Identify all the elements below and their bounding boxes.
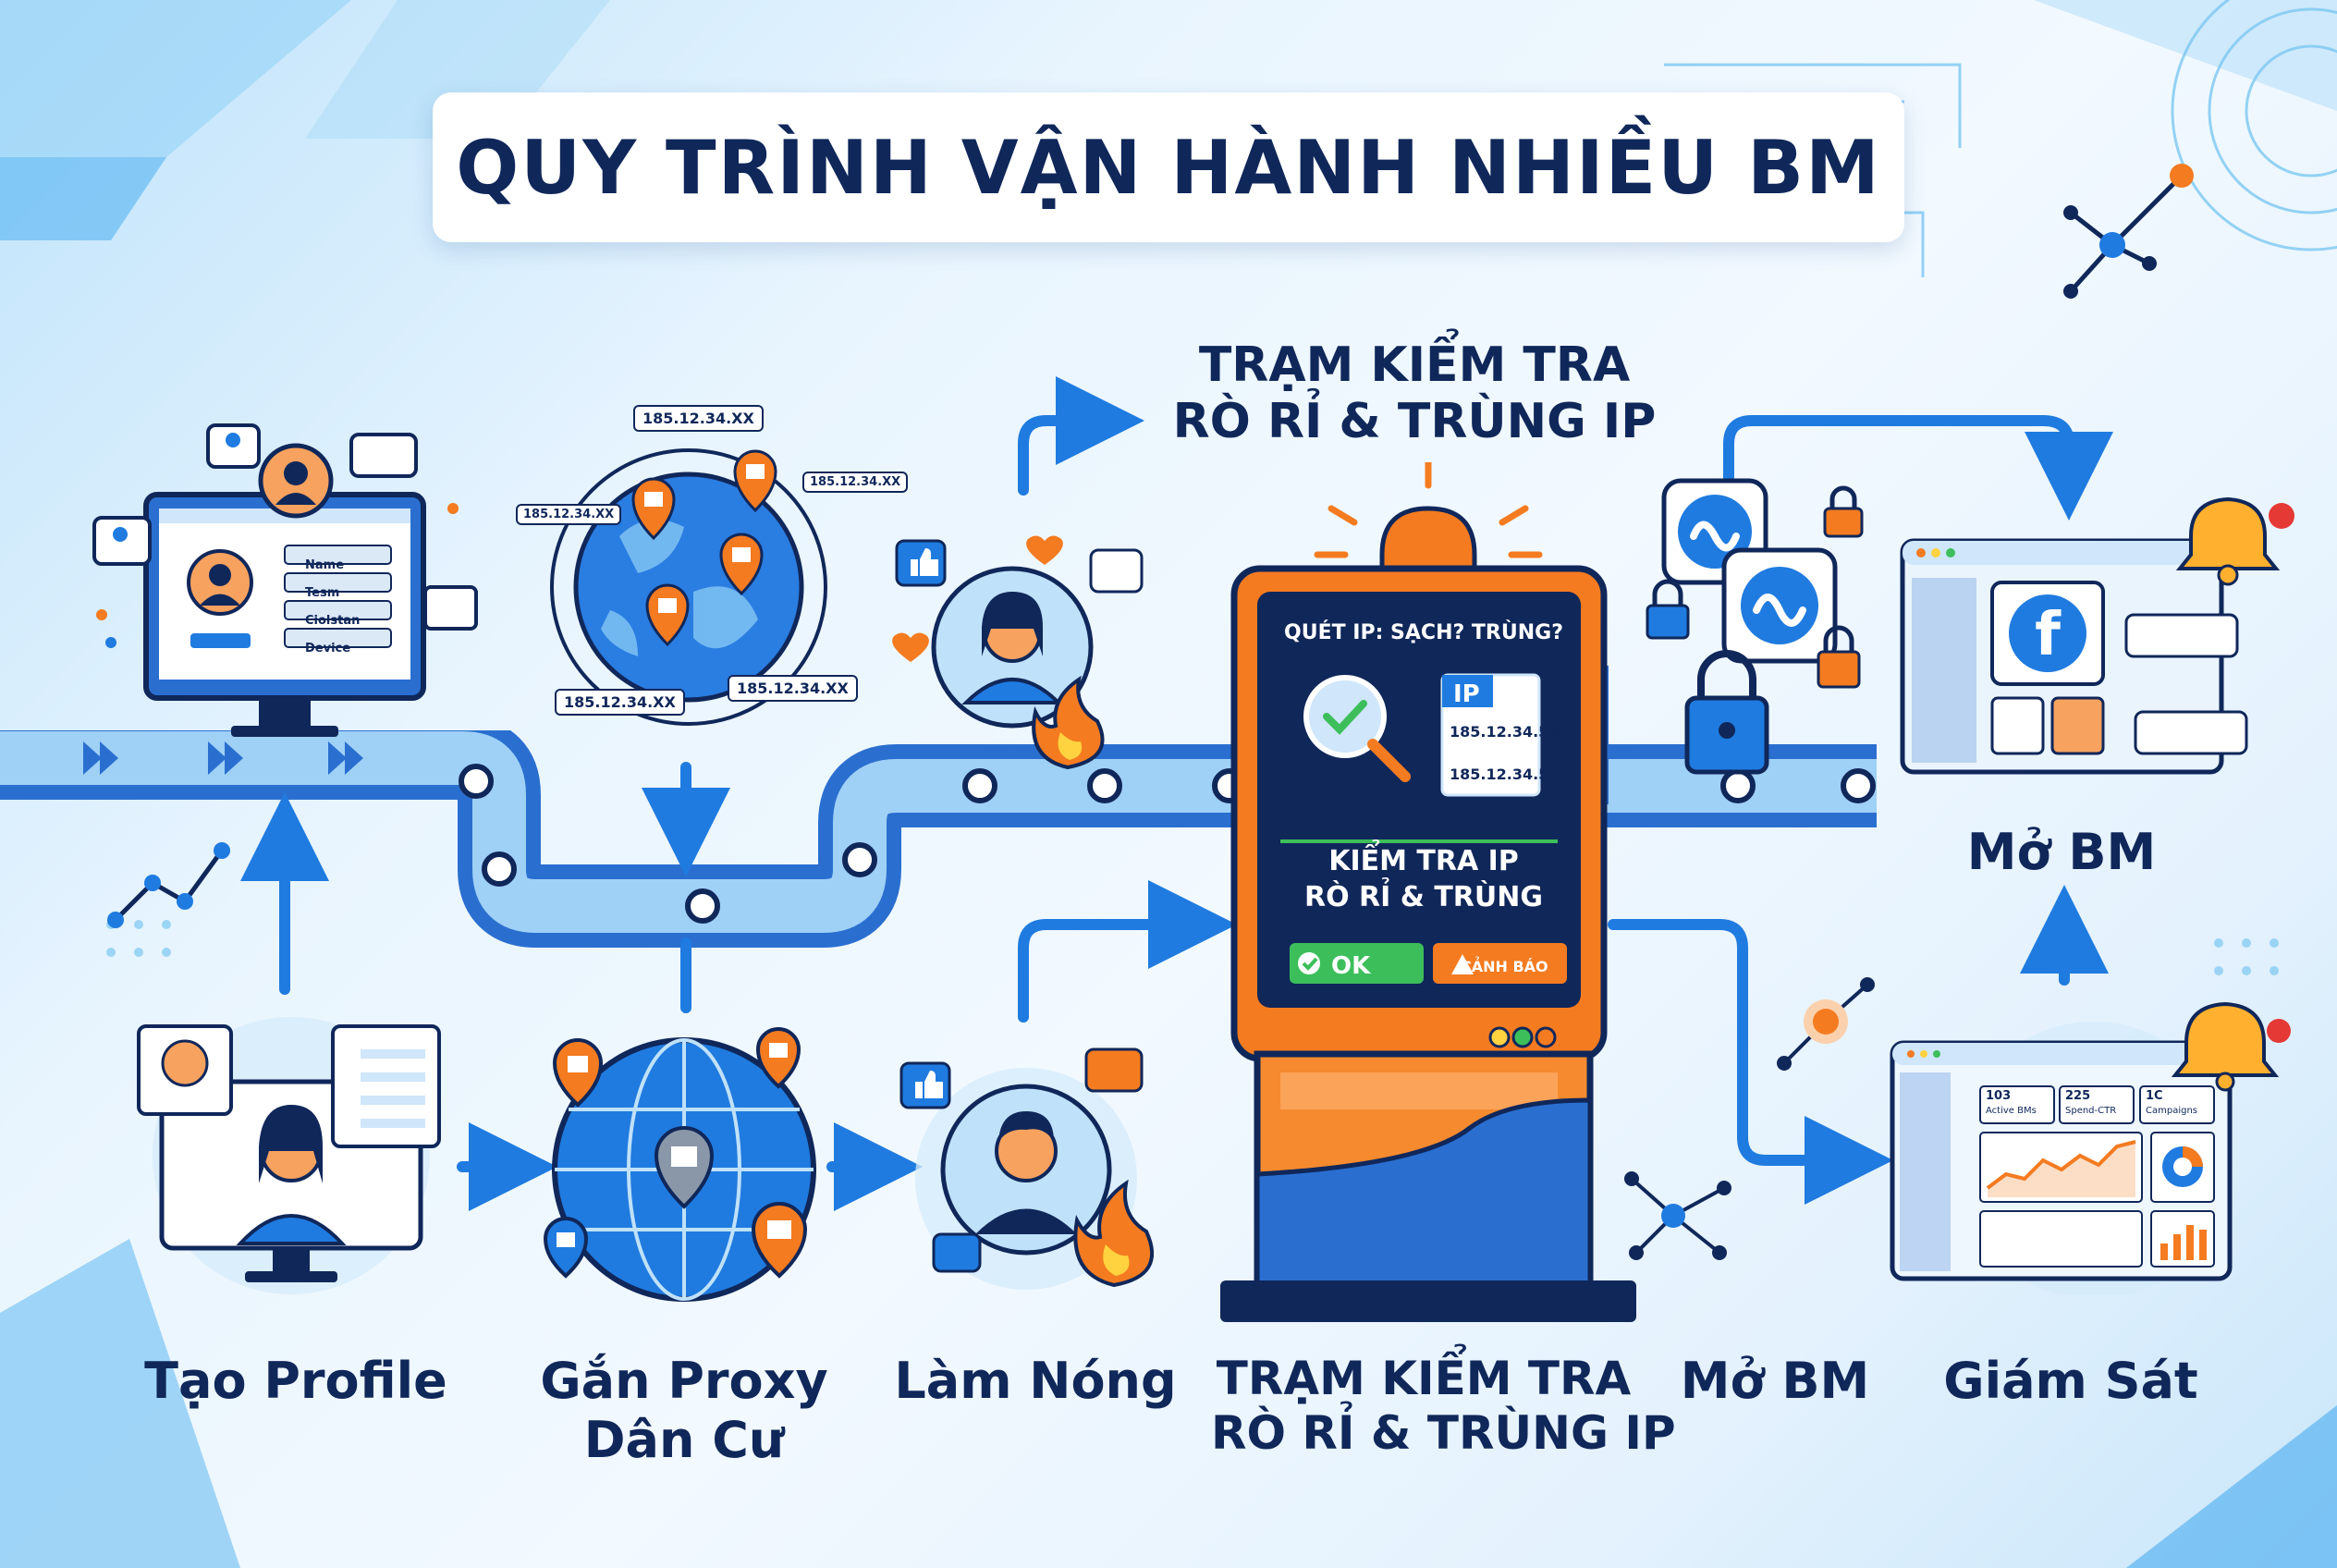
step-label-1: Tạo Profile	[120, 1352, 471, 1411]
proxy-globe-illustration	[550, 448, 827, 726]
warmup-bottom-illustration	[899, 1047, 1155, 1290]
warmup-avatar-illustration	[892, 535, 1144, 770]
proxy-ip-tag: 185.12.34.XX	[555, 689, 685, 716]
like-icon	[895, 539, 947, 587]
step-3-line1: Làm Nóng	[894, 1352, 1177, 1410]
facebook-window-illustration: f	[1900, 496, 2294, 775]
bell-icon	[2171, 1001, 2280, 1092]
trend-line-icon	[107, 842, 230, 928]
house-pin-icon	[755, 1027, 801, 1089]
top-station-label: TRẠM KIỂM TRA RÒ RỈ & TRÙNG IP	[1082, 337, 1747, 451]
conveyor-arrow-icon	[83, 741, 118, 775]
step-label-5: Mở BM	[1664, 1352, 1886, 1411]
ip-address-2: 185.12.34.57	[1450, 766, 1560, 783]
profile-monitor-illustration	[92, 423, 478, 737]
proxy-ip-tag: 185.12.34.XX	[802, 472, 909, 493]
house-pin-icon	[733, 449, 777, 513]
profile-form-fields: Name Tesm Ciolstan Device	[305, 552, 360, 663]
magnifier-check-icon	[1303, 675, 1411, 782]
network-node-icon-3	[1777, 977, 1875, 1071]
like-icon	[899, 1061, 951, 1109]
fire-icon	[1032, 675, 1105, 770]
house-pin-icon	[543, 1217, 589, 1279]
form-field-2: Tesm	[305, 586, 340, 600]
heart-icon	[1026, 535, 1063, 565]
step-label-2: Gắn Proxy Dân Cư	[499, 1352, 869, 1469]
open-bm-top-label: Mở BM	[1966, 823, 2157, 881]
house-pin-icon	[631, 477, 676, 541]
conveyor-arrow-icon	[208, 741, 243, 775]
stat-3-label: Campaigns	[2146, 1106, 2198, 1116]
lock-icon	[1646, 579, 1690, 640]
proxy-ip-tag: 185.12.34.XX	[633, 405, 764, 432]
lock-icon	[1817, 625, 1861, 689]
house-pin-icon	[552, 1038, 604, 1108]
top-station-line1: TRẠM KIỂM TRA	[1198, 337, 1631, 393]
monitoring-dashboard-illustration	[1890, 1001, 2291, 1294]
scan-title: QUÉT IP: SẠCH? TRÙNG?	[1284, 621, 1563, 644]
check-line2: RÒ RỈ & TRÙNG	[1303, 881, 1544, 913]
page-title: QUY TRÌNH VẬN HÀNH NHIỀU BM	[456, 124, 1881, 211]
ip-badge: IP	[1453, 680, 1480, 708]
house-pin-icon	[654, 1126, 715, 1209]
step-1-line1: Tạo Profile	[144, 1352, 447, 1410]
stat-campaigns: 1C Campaigns	[2146, 1089, 2197, 1119]
step-2-line2: Dân Cư	[583, 1410, 785, 1469]
form-field-name: Name	[305, 558, 345, 572]
house-pin-icon	[751, 1202, 808, 1279]
conveyor-arrow-icon	[328, 741, 363, 775]
ip-check-machine	[1220, 462, 1636, 1322]
stat-1-label: Active BMs	[1986, 1106, 2037, 1116]
stat-spend-ctr: 225 Spend-CTR	[2065, 1089, 2116, 1119]
chat-bubble-icon	[932, 1232, 982, 1273]
bell-icon	[2175, 496, 2281, 586]
step-5-line1: Mở BM	[1680, 1352, 1870, 1410]
stat-2-value: 225	[2065, 1089, 2091, 1103]
stat-3-value: 1C	[2146, 1089, 2163, 1103]
conveyor-belt	[0, 730, 1877, 948]
step-4-line1: TRẠM KIỂM TRA	[1216, 1352, 1632, 1405]
stat-active-bms: 103 Active BMs	[1986, 1089, 2037, 1119]
heart-icon	[892, 632, 929, 662]
check-panel-text: KIỂM TRA IP RÒ RỈ & TRÙNG	[1266, 843, 1581, 915]
step-4-line2: RÒ RỈ & TRÙNG IP	[1211, 1406, 1676, 1460]
step-label-4: TRẠM KIỂM TRA RÒ RỈ & TRÙNG IP	[1211, 1352, 1676, 1461]
stat-2-label: Spend-CTR	[2065, 1106, 2117, 1116]
title-banner: QUY TRÌNH VẬN HÀNH NHIỀU BM	[433, 92, 1904, 242]
network-node-icon-2	[1624, 1171, 1731, 1260]
check-line1: KIỂM TRA IP	[1328, 845, 1519, 877]
fire-icon	[1073, 1179, 1155, 1288]
facebook-logo-icon	[2009, 594, 2086, 672]
svg-text:f: f	[2035, 601, 2062, 669]
form-field-3: Ciolstan	[305, 614, 361, 628]
meta-accounts-illustration	[1646, 478, 1864, 775]
heart-icon	[1084, 1047, 1144, 1093]
create-profile-illustration	[137, 1017, 441, 1294]
step-2-line1: Gắn Proxy	[540, 1352, 828, 1410]
house-pin-icon	[645, 583, 690, 647]
network-node-icon	[2063, 164, 2194, 299]
proxy-ip-tag: 185.12.34.XX	[728, 675, 858, 702]
top-station-line2: RÒ RỈ & TRÙNG IP	[1172, 394, 1657, 450]
lock-icon	[1684, 650, 1769, 775]
ok-button: OK	[1331, 952, 1371, 980]
step-label-6: Giám Sát	[1923, 1352, 2219, 1411]
ip-address-1: 185.12.34.56	[1450, 723, 1560, 741]
lock-icon	[1823, 485, 1864, 538]
warning-button: CẢNH BÁO	[1461, 958, 1548, 975]
chat-bubble-icon	[1089, 548, 1144, 594]
form-field-device: Device	[305, 642, 351, 655]
step-6-line1: Giám Sát	[1943, 1352, 2198, 1410]
stat-1-value: 103	[1986, 1089, 2012, 1103]
house-pin-icon	[719, 533, 764, 596]
proxy-ip-tag: 185.12.34.XX	[516, 504, 622, 525]
attach-proxy-illustration	[543, 1027, 816, 1302]
step-label-3: Làm Nóng	[878, 1352, 1193, 1411]
